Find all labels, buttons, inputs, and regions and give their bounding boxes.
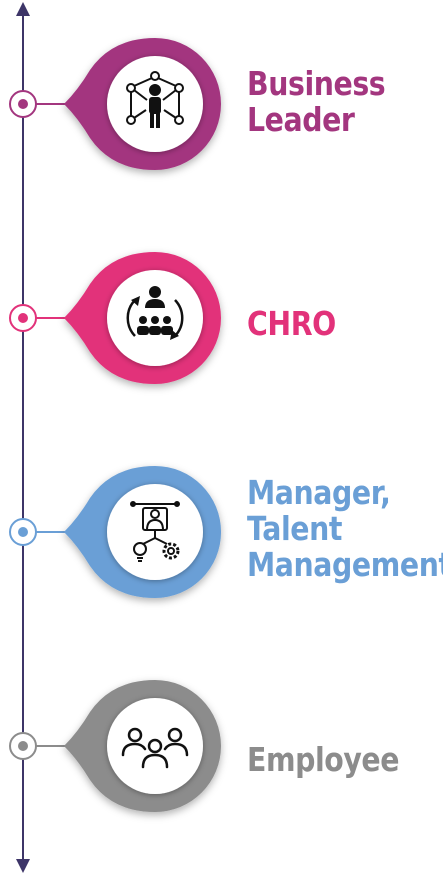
label-manager-talent-management: Manager, Talent Management — [247, 473, 443, 584]
level-employee — [9, 680, 221, 812]
presenter-ideas-icon — [130, 501, 180, 562]
level-business-leader — [9, 38, 221, 170]
level-manager — [9, 465, 222, 598]
team-cycle-icon — [126, 286, 184, 340]
network-person-icon — [126, 71, 184, 128]
label-business-leader: Business Leader — [247, 64, 386, 139]
level-chro — [9, 252, 221, 384]
label-employee: Employee — [247, 740, 400, 779]
people-group-icon — [121, 727, 189, 769]
axis-arrow-up-icon — [16, 2, 30, 16]
label-chro: CHRO — [247, 304, 336, 343]
axis-arrow-down-icon — [16, 859, 30, 873]
